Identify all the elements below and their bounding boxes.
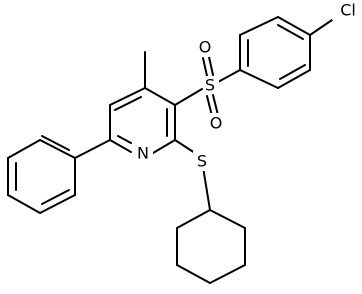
chlorine-atom-label: Cl: [340, 1, 356, 20]
oxygen-top-label: O: [199, 38, 212, 57]
sulfonyl-group: [174, 56, 241, 117]
phenyl-bond-1-inner: [41, 135, 70, 151]
cyclohexyl-bond-6: [176, 209, 211, 229]
cyclohexyl-bond-4: [176, 264, 211, 284]
pyridine-nitrogen-label: N: [137, 144, 149, 163]
chlorophenyl-bond-4-inner: [277, 24, 304, 40]
bond-s-o-top-a: [202, 57, 208, 77]
bond-c3-c4: [144, 87, 176, 106]
atom-labels: Cl S O O N S: [133, 0, 362, 171]
pyridine-ring: [109, 87, 176, 154]
bond-c4-c5: [109, 87, 146, 106]
chlorophenyl-bond-2: [277, 69, 311, 89]
oxygen-bottom-label: O: [210, 114, 223, 133]
chlorophenyl-bond-2-inner: [279, 64, 306, 80]
cyclohexylthio-group: [174, 139, 246, 284]
bond-c-cl: [309, 19, 333, 36]
chlorophenyl-bond-4: [277, 16, 311, 36]
chlorophenyl-ring: [239, 16, 333, 89]
phenyl-bond-5: [39, 194, 76, 214]
chlorophenyl-bond-5: [239, 16, 279, 36]
phenyl-bond-5-inner: [41, 189, 70, 205]
bond-c6-n: [109, 139, 132, 153]
phenyl-bond-2: [7, 139, 41, 159]
bond-c6-n-inner: [117, 135, 132, 144]
bond-s-o-bottom-a: [206, 95, 213, 117]
phenyl-bond-4: [7, 194, 41, 214]
bond-s-cyclohexyl: [202, 166, 211, 211]
phenyl-ring: [7, 135, 111, 214]
thioether-sulfur-label: S: [197, 152, 207, 171]
bond-s-aryl: [217, 69, 241, 83]
bond-n-c2: [152, 139, 176, 154]
cyclohexyl-bond-3: [209, 264, 246, 284]
chlorophenyl-bond-1: [239, 69, 279, 89]
bond-c6-phenyl: [74, 139, 111, 159]
bond-s-o-bottom-b: [212, 94, 219, 116]
bond-c4-c5-inner: [114, 96, 142, 111]
sulfonyl-sulfur-label: S: [205, 76, 215, 95]
cyclohexyl-bond-1: [209, 209, 246, 229]
bond-c3-s: [174, 88, 203, 106]
bond-s-o-top-b: [208, 56, 214, 76]
phenyl-bond-1: [39, 139, 76, 159]
